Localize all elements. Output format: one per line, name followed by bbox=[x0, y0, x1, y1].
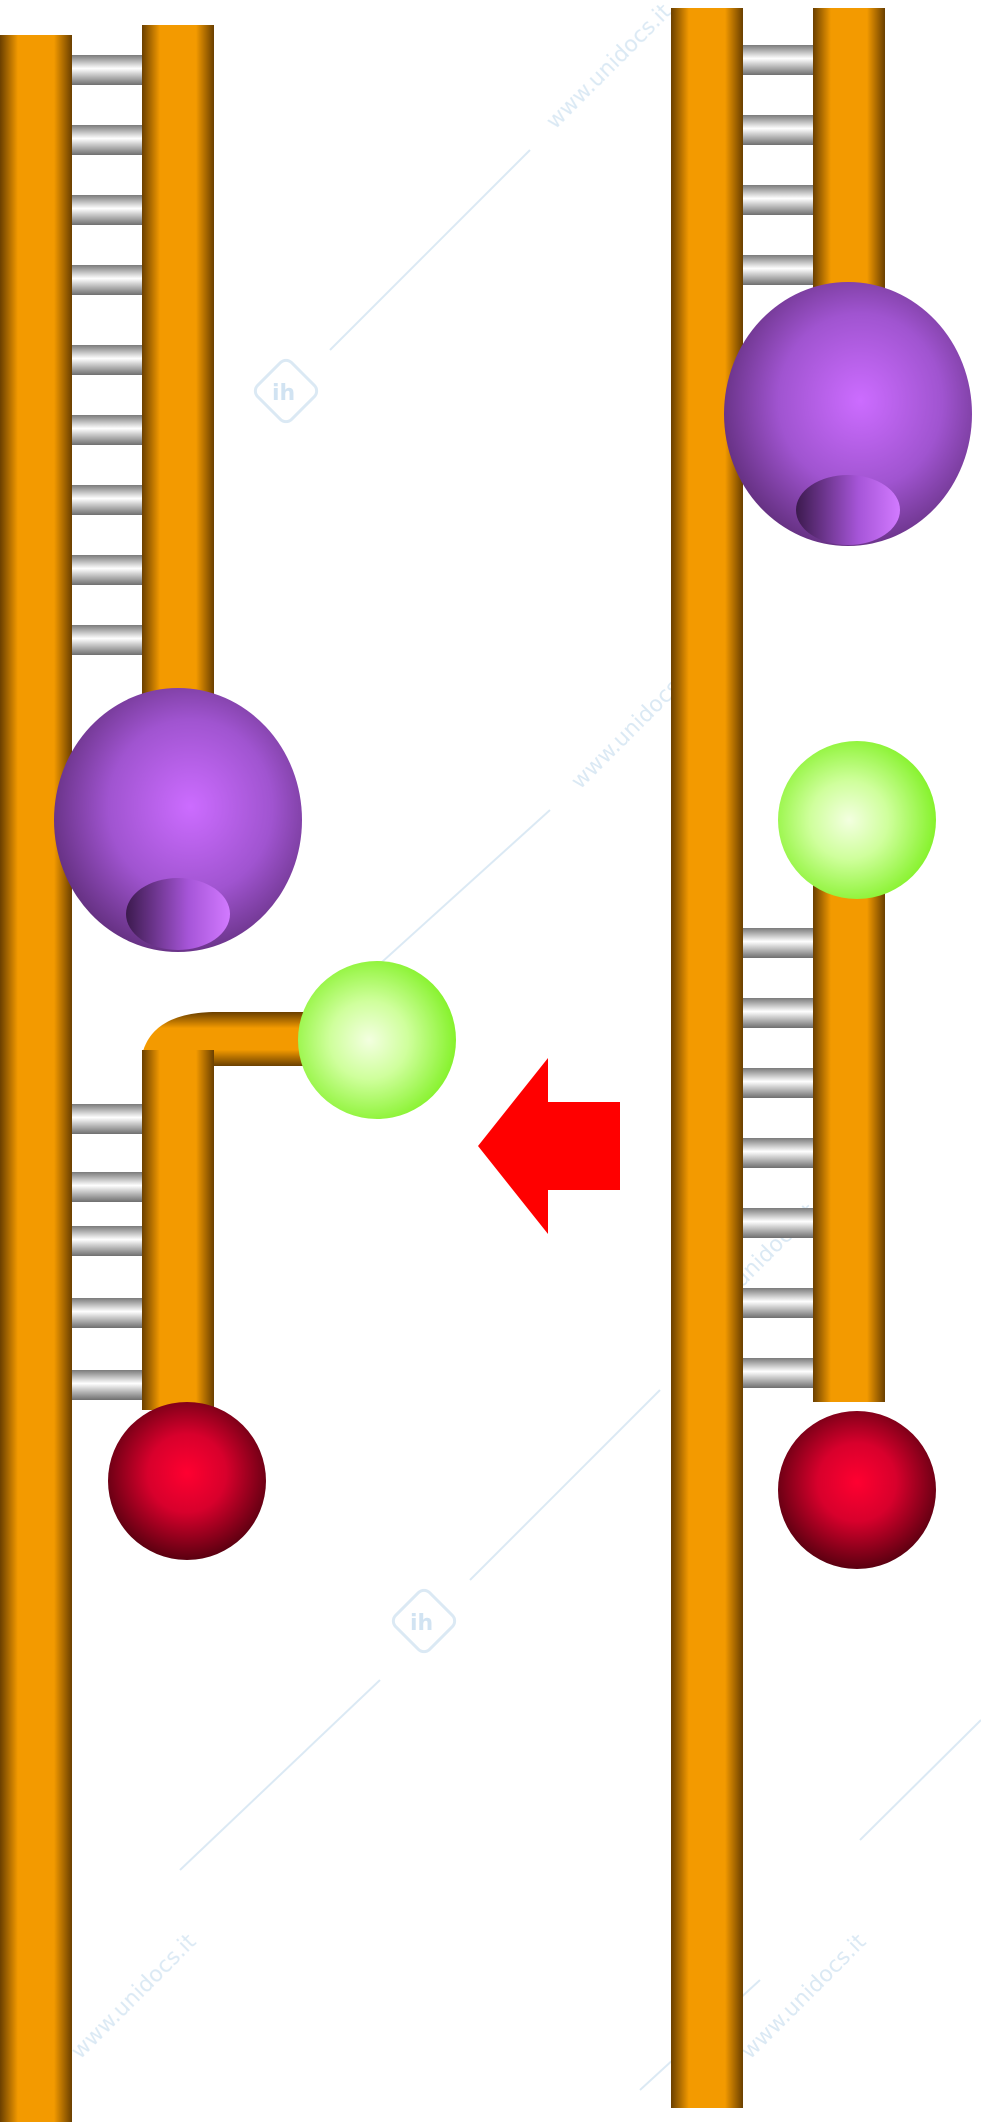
primer-strand-lower bbox=[813, 870, 885, 1402]
enzyme-pocket bbox=[126, 878, 230, 950]
arrow-left-icon bbox=[478, 1058, 620, 1234]
base-pair bbox=[742, 1288, 814, 1318]
watermark-text: www.unidocs.it bbox=[542, 0, 677, 134]
watermark-logo-text: ih bbox=[410, 1611, 433, 1636]
red-sphere bbox=[778, 1411, 936, 1569]
green-sphere bbox=[298, 961, 456, 1119]
left-panel bbox=[0, 25, 456, 2122]
base-pair bbox=[742, 1208, 814, 1238]
base-pairs-upper bbox=[742, 45, 814, 285]
base-pair bbox=[742, 115, 814, 145]
base-pair bbox=[70, 1172, 142, 1202]
polymerase-purple-sphere bbox=[54, 688, 302, 952]
primer-strand-upper bbox=[142, 25, 214, 705]
watermark-text: www.unidocs.it bbox=[737, 1929, 872, 2064]
watermark-logo-icon: ih bbox=[253, 358, 319, 424]
base-pair bbox=[70, 415, 142, 445]
template-strand bbox=[671, 8, 743, 2108]
base-pair bbox=[70, 265, 142, 295]
base-pair bbox=[742, 255, 814, 285]
watermark-logo-icon: ih bbox=[391, 1588, 457, 1654]
primer-strand-upper bbox=[813, 8, 885, 308]
green-sphere bbox=[778, 741, 936, 899]
base-pair bbox=[70, 1226, 142, 1256]
base-pair bbox=[70, 55, 142, 85]
base-pair bbox=[742, 998, 814, 1028]
enzyme-pocket bbox=[796, 475, 900, 545]
polymerase-purple-sphere bbox=[724, 282, 972, 546]
base-pair bbox=[70, 1104, 142, 1134]
base-pair bbox=[70, 125, 142, 155]
primer-strand-lower bbox=[142, 1050, 214, 1410]
base-pair bbox=[70, 1370, 142, 1400]
base-pair bbox=[70, 555, 142, 585]
base-pairs-lower bbox=[70, 1104, 142, 1400]
template-strand bbox=[0, 35, 72, 2122]
base-pair bbox=[742, 185, 814, 215]
base-pair bbox=[742, 1358, 814, 1388]
watermark-text: www.unidocs.it bbox=[67, 1929, 202, 2064]
right-panel bbox=[671, 8, 972, 2108]
base-pair bbox=[742, 45, 814, 75]
watermark-logo-text: ih bbox=[272, 381, 295, 406]
red-sphere bbox=[108, 1402, 266, 1560]
base-pairs-lower bbox=[742, 928, 814, 1388]
base-pair bbox=[742, 1068, 814, 1098]
base-pair bbox=[70, 625, 142, 655]
base-pair bbox=[742, 928, 814, 958]
base-pair bbox=[70, 1298, 142, 1328]
base-pairs-upper bbox=[70, 55, 142, 655]
base-pair bbox=[70, 485, 142, 515]
base-pair bbox=[70, 345, 142, 375]
base-pair bbox=[742, 1138, 814, 1168]
base-pair bbox=[70, 195, 142, 225]
